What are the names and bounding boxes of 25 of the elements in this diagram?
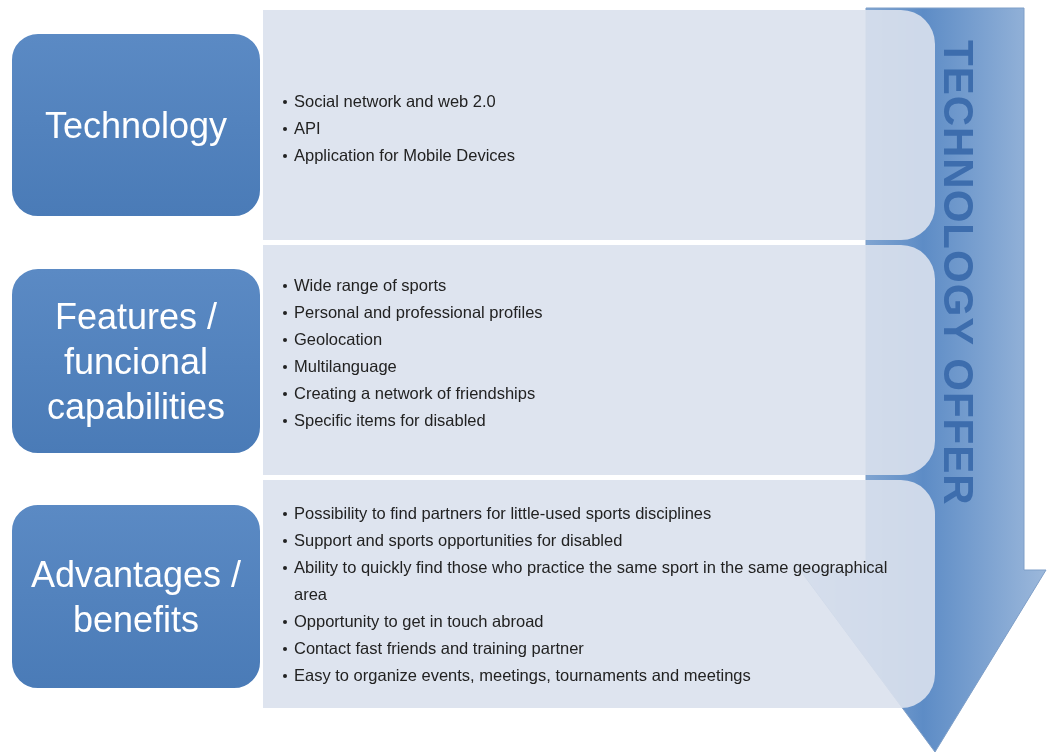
content-panel [263,480,935,708]
bullet-item: Support and sports opportunities for disabled [283,527,893,554]
bullet-item: Application for Mobile Devices [283,142,893,169]
content-panel [263,245,935,475]
bullet-item: Wide range of sports [283,272,893,299]
bullet-item: API [283,115,893,142]
bullet-item: Social network and web 2.0 [283,88,893,115]
bullet-item: Possibility to find partners for little-used sports disciplines [283,500,893,527]
category-box [10,267,262,455]
bullet-item: Contact fast friends and training partner [283,635,893,662]
bullet-item: Geolocation [283,326,893,353]
content-panel [263,10,935,240]
bullet-item: Specific items for disabled [283,407,893,434]
bullet-item: Easy to organize events, meetings, tournaments and meetings [283,662,893,689]
bullet-item: Personal and professional profiles [283,299,893,326]
category-box [10,503,262,690]
category-label: Advantages / benefits [29,552,243,642]
category-label: Features / funcional capabilities [45,294,227,429]
category-box [10,32,262,218]
bullet-item: Multilanguage [283,353,893,380]
category-label: Technology [44,103,228,148]
bullet-item: Creating a network of friendships [283,380,893,407]
arrow-label: TECHNOLOGY OFFER [934,40,982,506]
bullet-item: Ability to quickly find those who practice the same sport in the same geographical area [283,554,893,608]
bullet-item: Opportunity to get in touch abroad [283,608,893,635]
